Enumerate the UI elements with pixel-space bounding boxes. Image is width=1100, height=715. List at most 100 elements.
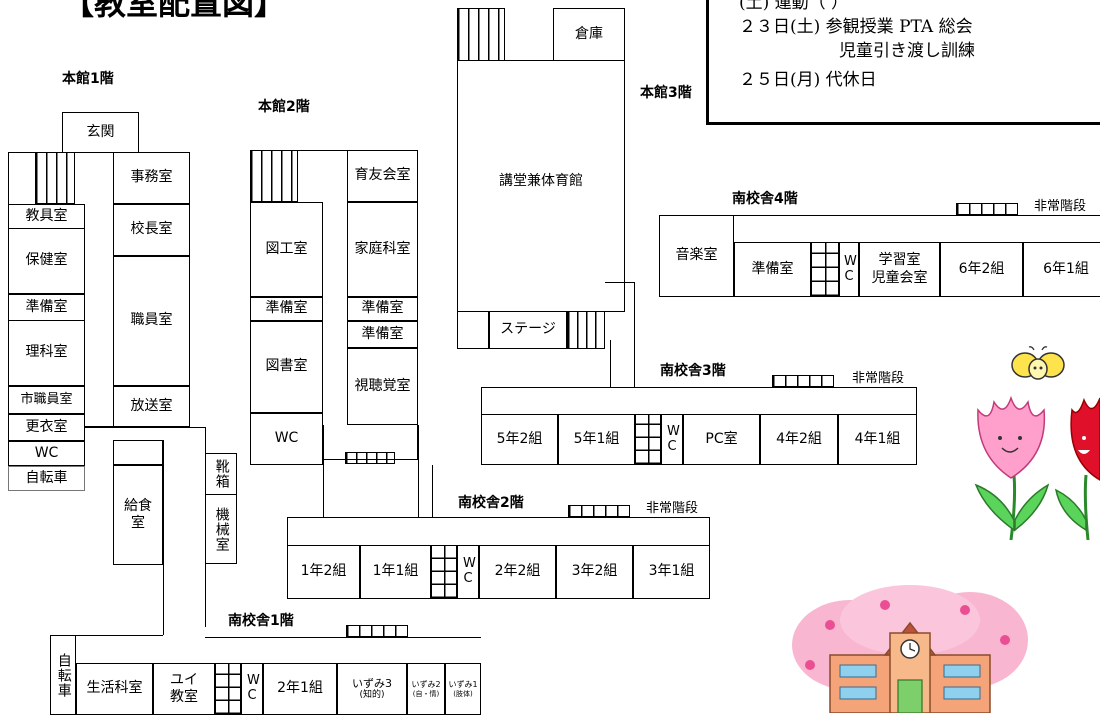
room-izumi2-label: いずみ2 (411, 679, 441, 689)
room-katei: 家庭科室 (347, 202, 418, 297)
floor-label-south1: 南校舎1階 (228, 613, 294, 629)
room-1-2: 1年2組 (287, 545, 360, 599)
emergency-stairs-label-3: 非常階段 (852, 371, 905, 386)
room-izumi1-label: いずみ1 (448, 679, 478, 689)
corridor-vertical-1 (163, 440, 164, 635)
room-shishokuin: 市職員室 (8, 386, 85, 414)
stairs-honkan2 (250, 150, 298, 202)
corridor-gym (605, 282, 635, 387)
room-junbishitsu-2c: 準備室 (347, 321, 418, 348)
room-3-2: 3年2組 (556, 545, 633, 599)
butterfly-illustration (1011, 346, 1065, 380)
room-izumi1-sub: (肢体) (453, 689, 473, 698)
emergency-stairs-label-2: 非常階段 (646, 501, 699, 516)
room-wc-south4: WC (839, 242, 859, 297)
stairs-gym (457, 8, 505, 61)
room-wc-south4-label: WC (844, 253, 857, 284)
corridor-h2-1 (323, 425, 324, 517)
room-5-1: 5年1組 (558, 414, 635, 465)
school-building-illustration (792, 585, 1028, 713)
room-junbishitsu-2b: 準備室 (347, 297, 418, 321)
emergency-stairs-label-4: 非常階段 (1034, 199, 1087, 214)
room-junbi-4: 準備室 (734, 242, 811, 297)
room-6-1: 6年1組 (1023, 242, 1100, 297)
floor-label-south4: 南校舎4階 (732, 191, 798, 207)
room-shichokaku: 視聴覚室 (347, 348, 418, 425)
room-hokenshitsu: 保健室 (8, 228, 85, 294)
corridor-s2-in (432, 465, 433, 517)
corridor-s1-left (50, 635, 163, 636)
gym-side-box (457, 311, 489, 349)
room-kyushoku-label: 給食室 (124, 497, 152, 532)
room-rikashitsu: 理科室 (8, 320, 85, 386)
room-wc-south1-label: WC (247, 673, 260, 703)
room-2-1: 2年1組 (263, 663, 337, 715)
stairs-emergency-4 (956, 203, 1018, 215)
room-junbishitsu-2a: 準備室 (250, 297, 323, 321)
room-izumi1: いずみ1 (肢体) (445, 663, 481, 715)
room-gakushu: 学習室 児童会室 (859, 242, 940, 297)
stairs-south1 (215, 663, 241, 715)
room-hosoushitsu: 放送室 (113, 386, 190, 427)
room-izumi3-label: いずみ3 (352, 676, 392, 690)
stairs-south1-top (346, 625, 408, 637)
corridor-s1-top (205, 637, 481, 638)
stairs-south3 (635, 414, 661, 465)
room-5-2: 5年2組 (481, 414, 558, 465)
room-1-1: 1年1組 (360, 545, 431, 599)
room-wc-south2-label: WC (463, 556, 476, 586)
room-kikaishitsu: 機械室 (205, 494, 237, 564)
room-shokuinshitsu: 職員室 (113, 256, 190, 386)
corridor-h2-2 (418, 425, 419, 517)
room-seikatsu: 生活科室 (76, 663, 153, 715)
room-3-1: 3年1組 (633, 545, 710, 599)
room-junbishitsu-1: 準備室 (8, 294, 85, 321)
floor-label-honkan3: 本館3階 (640, 85, 692, 101)
schedule-line-1: ２３日(土) 参観授業 PTA 総会 (739, 17, 973, 37)
room-kutsubako: 靴箱 (205, 453, 237, 495)
schedule-line-2: 児童引き渡し訓練 (839, 41, 975, 61)
room-koishitsu: 更衣室 (8, 414, 85, 441)
room-izumi2-sub: (自・情) (412, 689, 440, 698)
schedule-line-0: (土) 運動（ ） (739, 0, 849, 13)
room-jitensha-honkan1: 自転車 (8, 466, 85, 491)
room-6-2: 6年2組 (940, 242, 1023, 297)
room-jitensha-south1: 自転車 (50, 635, 76, 715)
floor-label-south2: 南校舎2階 (458, 495, 524, 511)
corridor-s3-in (610, 340, 611, 387)
room-izumi2: いずみ2 (自・情) (407, 663, 445, 715)
stairs-south4 (811, 242, 839, 297)
schedule-box: (土) 運動（ ） ２３日(土) 参観授業 PTA 総会 児童引き渡し訓練 ２５… (706, 0, 1100, 125)
corridor-line (85, 427, 205, 428)
room-stage: ステージ (489, 311, 567, 349)
stairs-south2 (431, 545, 457, 599)
tulips-illustration (974, 395, 1100, 540)
stairs-honkan1 (35, 152, 75, 204)
stairs-stage (567, 311, 605, 349)
room-ongaku: 音楽室 (659, 215, 734, 297)
map-title: 【教室配置図】 (62, 0, 287, 22)
room-wc-honkan1: WC (8, 441, 85, 466)
room-izumi3: いずみ3 (知的) (337, 663, 407, 715)
room-soko: 倉庫 (553, 8, 625, 61)
room-kyoingu: 教具室 (8, 204, 85, 229)
room-4-1: 4年1組 (838, 414, 917, 465)
room-izumi3-sub: (知的) (359, 690, 385, 701)
stairs-connector-2 (345, 452, 395, 464)
room-wc-honkan2: WC (250, 413, 323, 465)
room-ikuyu: 育友会室 (347, 150, 418, 202)
corridor-box (113, 440, 163, 465)
floor-label-honkan2: 本館2階 (258, 99, 310, 115)
room-kyushoku: 給食室 (113, 465, 163, 565)
room-pc: PC室 (683, 414, 760, 465)
room-genkan: 玄関 (62, 112, 139, 153)
floor-label-honkan1: 本館1階 (62, 71, 114, 87)
room-kochoshitsu: 校長室 (113, 204, 190, 256)
room-zuko: 図工室 (250, 202, 323, 297)
stairs-emergency-3 (772, 375, 834, 387)
room-jimushitsu: 事務室 (113, 152, 190, 204)
room-yui: ユイ 教室 (153, 663, 215, 715)
room-wc-south3: WC (661, 414, 683, 465)
room-wc-south2: WC (457, 545, 479, 599)
room-kodo-label: 講堂兼体育館 (499, 173, 583, 189)
